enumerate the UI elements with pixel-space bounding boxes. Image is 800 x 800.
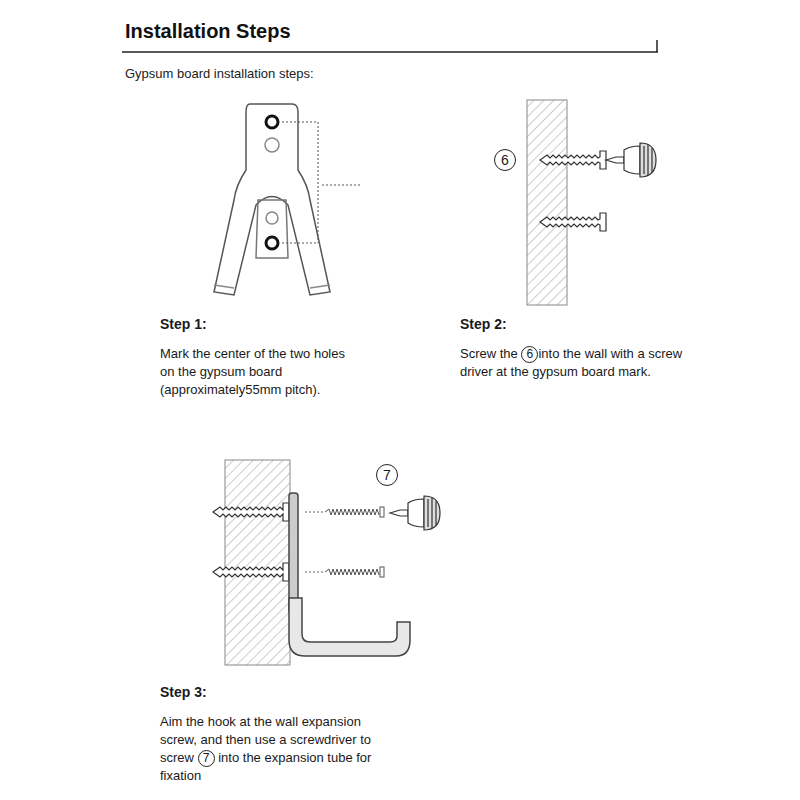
expansion-anchor (213, 563, 289, 581)
gypsum-wall (225, 460, 290, 665)
step-text: Aim the hook at the wall expansion screw… (160, 713, 400, 785)
step-text: Screw the 6into the wall with a screw dr… (460, 345, 700, 381)
screw-thread (325, 509, 379, 515)
expansion-anchor (213, 503, 289, 521)
screwdriver (390, 496, 440, 530)
step-heading: Step 1: (160, 316, 207, 332)
guide-line (305, 572, 324, 573)
screw-thread (325, 569, 379, 575)
dimension-line (282, 122, 362, 243)
expansion-anchor (213, 503, 289, 581)
screwdriver (606, 143, 656, 177)
callout-number: 7 (376, 464, 398, 486)
screw-head (380, 507, 384, 517)
callout-number: 6 (521, 346, 538, 363)
header-rule (656, 40, 658, 52)
gypsum-wall (527, 100, 567, 305)
expansion-anchor (540, 151, 606, 169)
step-heading: Step 2: (460, 316, 507, 332)
callout-number: 7 (198, 750, 215, 767)
hook (289, 493, 410, 656)
expansion-anchor (540, 151, 606, 231)
header-rule (122, 51, 658, 53)
screw (305, 507, 384, 577)
hook-bracket (214, 104, 330, 295)
callout-number: 6 (494, 149, 516, 171)
guide-line (305, 512, 324, 513)
step-text: Screw the (460, 346, 518, 361)
step-heading: Step 3: (160, 684, 207, 700)
screw-head (380, 567, 384, 577)
step-text: Mark the center of the two holes on the … (160, 345, 360, 399)
page-title: Installation Steps (125, 20, 291, 43)
expansion-anchor (540, 213, 606, 231)
subtitle: Gypsum board installation steps: (125, 66, 314, 81)
